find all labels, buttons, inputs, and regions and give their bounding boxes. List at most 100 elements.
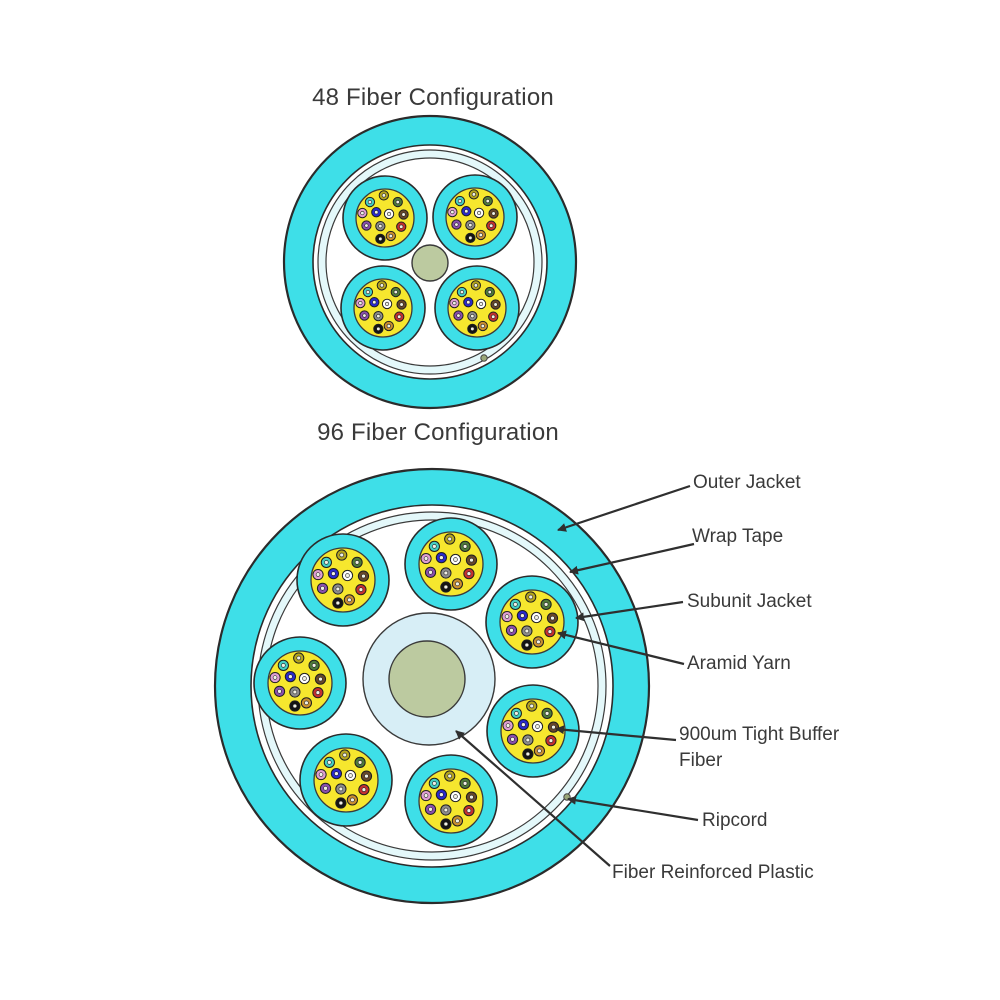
fiber-core-dot — [525, 751, 531, 757]
fiber-core-dot — [529, 703, 534, 709]
fiber-core-dot — [347, 597, 352, 603]
tight-buffer-fiber-aqua — [364, 196, 376, 208]
fiber-core-dot — [447, 536, 452, 542]
wrap-tape-band — [258, 512, 606, 860]
tight-buffer-fiber-yellow — [444, 533, 456, 545]
fiber-core-dot — [428, 570, 433, 575]
aramid-yarn-area — [418, 768, 484, 834]
fiber-core-dot — [443, 570, 449, 576]
tight-buffer-fiber-rose — [449, 297, 460, 309]
tight-buffer-fiber-violet — [424, 566, 437, 578]
tight-buffer-fiber-black — [521, 639, 533, 651]
tight-buffer-fiber-green — [540, 598, 552, 611]
subunit-jacket — [434, 265, 520, 351]
tight-buffer-fiber-brown — [465, 554, 478, 566]
aramid-yarn-area — [310, 547, 376, 613]
fiber-core-dot — [452, 301, 457, 306]
fiber-core-dot — [374, 210, 379, 215]
wrap-tape-band — [318, 150, 542, 374]
tight-buffer-fiber-violet — [316, 582, 329, 594]
fiber-core-dot — [535, 724, 540, 729]
tight-buffer-fiber-blue — [369, 297, 380, 308]
tight-buffer-fiber-white — [298, 672, 311, 685]
fiber-reinforced-plastic-rod — [388, 640, 466, 718]
tight-buffer-fiber-violet — [453, 310, 464, 321]
tight-buffer-fiber-yellow — [470, 280, 481, 291]
fiber-core-dot — [378, 224, 383, 229]
arrow-subunit-jacket — [575, 600, 684, 622]
tight-buffer-fiber-aqua — [428, 540, 440, 553]
tight-buffer-fiber-rose — [269, 671, 281, 684]
subunit — [485, 575, 579, 669]
aramid-yarn-area — [499, 589, 565, 655]
title-96-fiber-configuration: 96 Fiber Configuration — [317, 419, 559, 446]
subunit — [432, 174, 518, 260]
fiber-core-dot — [292, 689, 298, 695]
tight-buffer-fiber-red — [463, 567, 475, 580]
fiber-core-dot — [478, 232, 483, 238]
tight-buffer-fiber-red — [463, 804, 475, 817]
tight-buffer-fiber-blue — [330, 767, 343, 780]
tight-buffer-fiber-black — [289, 700, 301, 712]
tight-buffer-fiber-orange — [475, 229, 486, 241]
tight-buffer-fiber-yellow — [468, 189, 479, 200]
fiber-core-dot — [376, 314, 381, 319]
fiber-core-dot — [384, 301, 390, 307]
outer-jacket — [282, 114, 578, 410]
subunit-jacket — [299, 733, 393, 827]
aramid-yarn-area — [447, 278, 507, 338]
tight-buffer-fiber-yellow — [525, 591, 537, 603]
tight-buffer-fiber-rose — [312, 568, 324, 581]
fiber-core-dot — [550, 615, 555, 621]
subunit — [486, 684, 580, 778]
wrap-tape-outer-line — [317, 149, 543, 375]
fiber-core-dot — [513, 602, 518, 607]
tight-buffer-fiber-aqua — [362, 286, 374, 298]
tight-buffer-fiber-rose — [315, 768, 327, 781]
tight-buffer-fiber-aqua — [277, 659, 289, 672]
arrow-fiber-reinforced-plastic — [455, 730, 611, 867]
tight-buffer-fiber-brown — [360, 770, 373, 782]
tight-buffer-fiber-yellow — [444, 770, 456, 782]
fiber-core-dot — [505, 723, 511, 728]
tight-buffer-fiber-green — [459, 540, 471, 553]
fiber-core-dot — [544, 711, 550, 716]
tight-buffer-fiber-brown — [547, 721, 560, 733]
tight-buffer-fiber-slate — [373, 310, 384, 322]
tight-buffer-fiber-white — [475, 298, 487, 310]
tight-buffer-fiber-brown — [357, 570, 370, 582]
tight-buffer-fiber-green — [351, 556, 363, 569]
fiber-core-dot — [393, 289, 398, 295]
fiber-core-dot — [456, 313, 461, 318]
fiber-core-dot — [469, 794, 474, 800]
tight-buffer-fiber-slate — [521, 625, 533, 637]
label-fiber-reinforced-plastic: Fiber Reinforced Plastic — [612, 862, 814, 883]
tight-buffer-fiber-black — [373, 323, 384, 335]
fiber-core-dot — [323, 786, 328, 791]
fiber-core-dot — [514, 711, 519, 716]
tight-buffer-fiber-orange — [346, 794, 359, 806]
tight-buffer-fiber-red — [358, 783, 370, 796]
fiber-core-dot — [335, 586, 341, 592]
subunit — [342, 175, 428, 261]
tight-buffer-fiber-brown — [488, 208, 499, 219]
tight-buffer-fiber-black — [440, 818, 452, 830]
arrow-900um-tight-buffer-fiber — [555, 725, 677, 742]
fiber-core-dot — [453, 557, 458, 562]
tight-buffer-fiber-rose — [355, 297, 366, 309]
fiber-core-dot — [524, 628, 530, 634]
subunit — [404, 517, 498, 611]
fiber-core-dot — [348, 773, 353, 778]
fiber-core-dot — [469, 557, 474, 563]
fiber-core-dot — [543, 602, 549, 607]
tight-buffer-fiber-red — [396, 221, 407, 232]
tight-buffer-fiber-black — [465, 232, 476, 244]
fiber-core-dot — [428, 807, 433, 812]
tight-buffer-fiber-rose — [357, 207, 368, 219]
tight-buffer-fiber-red — [544, 625, 556, 638]
fiber-core-dot — [388, 233, 393, 239]
subunit-jacket — [340, 265, 426, 351]
tight-buffer-fiber-orange — [343, 594, 356, 606]
tight-buffer-fiber-slate — [332, 583, 344, 595]
tight-buffer-fiber-slate — [289, 686, 301, 698]
